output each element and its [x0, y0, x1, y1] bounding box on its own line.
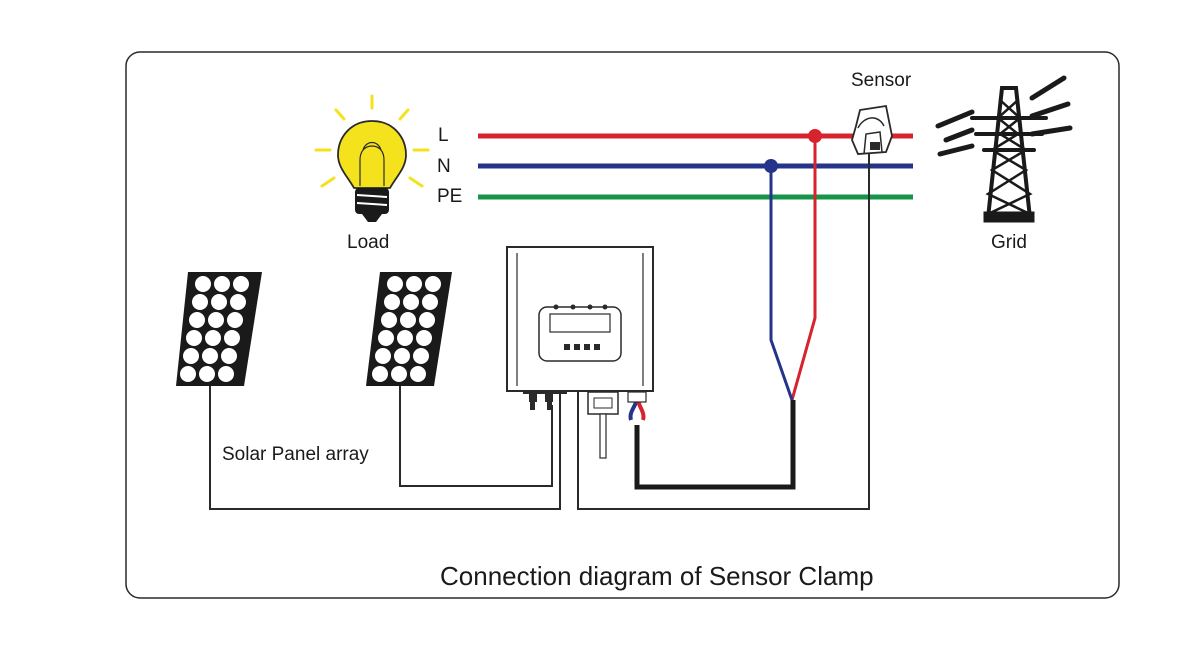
- panel1-dc-wire: [209, 386, 561, 510]
- inverter: [506, 246, 654, 459]
- lightbulb-icon: [314, 94, 430, 222]
- solar-panel-1: [176, 272, 262, 386]
- grid-tower-icon: [935, 75, 1073, 223]
- panel2-dc-wire: [399, 386, 553, 487]
- inverter-button: [594, 344, 600, 350]
- line-l-label: L: [438, 125, 449, 146]
- l-drop-wire: [790, 136, 817, 401]
- inverter-screen: [549, 313, 611, 333]
- line-pe-label: PE: [437, 186, 463, 207]
- inverter-button: [584, 344, 590, 350]
- sensor-signal-wire: [577, 150, 870, 510]
- grid-label: Grid: [991, 232, 1027, 253]
- solar-panel-2: [366, 272, 452, 386]
- n-drop-wire: [769, 166, 794, 401]
- sensor-label: Sensor: [851, 70, 912, 91]
- sensor-clamp-icon: [851, 104, 893, 155]
- diagram-frame: [125, 51, 1120, 599]
- ac-output-cable: [634, 400, 796, 490]
- diagram-caption: Connection diagram of Sensor Clamp: [440, 561, 874, 591]
- solar-array-label: Solar Panel array: [222, 444, 369, 465]
- line-n-label: N: [437, 156, 451, 177]
- inverter-button: [564, 344, 570, 350]
- inverter-button: [574, 344, 580, 350]
- load-label: Load: [347, 232, 390, 253]
